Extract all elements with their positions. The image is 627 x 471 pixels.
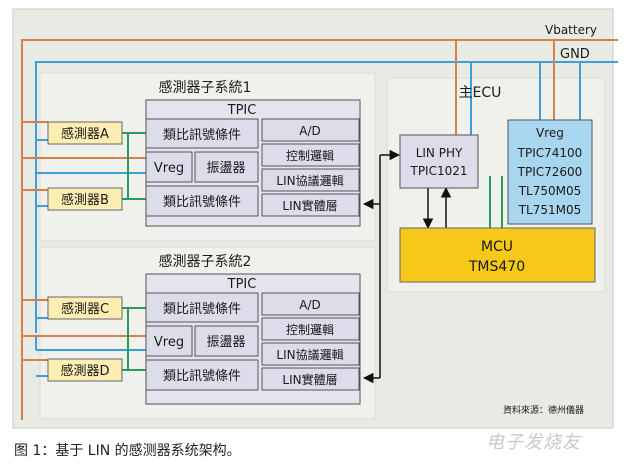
sub1-analog-top-label: 類比訊號條件 xyxy=(163,128,241,143)
ecu-vreg-part-2: TPIC72600 xyxy=(517,165,583,179)
tpic-2-label: TPIC xyxy=(227,277,257,292)
sub2-analog-bottom-label: 類比訊號條件 xyxy=(163,369,241,384)
ecu-vreg-label: Vreg xyxy=(536,126,564,140)
sub2-lin-physical-box xyxy=(261,367,360,391)
gnd-label: GND xyxy=(560,47,590,62)
ecu-title: 主ECU xyxy=(459,85,502,101)
sensor-a-label: 感測器A xyxy=(61,126,109,142)
sensor-c-box xyxy=(47,296,123,320)
sub1-control-logic-label: 控制邏輯 xyxy=(286,149,334,163)
gnd-line xyxy=(35,61,618,333)
ecu-vreg-part-1: TPIC74100 xyxy=(517,146,583,160)
sub2-lin-protocol-box xyxy=(261,342,360,366)
lin-phy-box xyxy=(399,134,479,189)
figure-caption: 图 1：基于 LIN 的感测器系统架构。 xyxy=(14,443,241,459)
sub1-control-logic-box xyxy=(261,143,360,167)
source-note: 資料來源：德州儀器 xyxy=(503,404,584,416)
sensor-b-box xyxy=(47,187,123,211)
subsystem-1-title: 感測器子系統1 xyxy=(159,79,252,96)
sub1-lin-protocol-label: LIN協議邏輯 xyxy=(276,173,343,188)
sub1-lin-physical-label: LIN實體層 xyxy=(282,198,337,213)
sub2-analog-top-label: 類比訊號條件 xyxy=(163,302,241,317)
subsystem-2-title: 感測器子系統2 xyxy=(159,253,252,270)
sub2-control-logic-box xyxy=(261,317,360,341)
ecu-vreg-part-4: TL751M05 xyxy=(518,203,582,217)
sub2-analog-bottom-box xyxy=(145,359,259,391)
lin-phy-label: LIN PHY xyxy=(416,146,463,160)
mcu-part-label: TMS470 xyxy=(468,259,525,275)
sub1-vreg-label: Vreg xyxy=(154,161,184,176)
sub2-vreg-label: Vreg xyxy=(154,335,184,350)
sub2-control-logic-label: 控制邏輯 xyxy=(286,323,334,337)
sub2-oscillator-label: 振盪器 xyxy=(206,335,245,350)
sensor-d-label: 感測器D xyxy=(60,363,109,379)
sub2-ad-box xyxy=(261,292,360,316)
sub2-lin-protocol-label: LIN協議邏輯 xyxy=(276,347,343,362)
tpic-1-label: TPIC xyxy=(227,103,257,118)
sub1-analog-top-box xyxy=(145,118,259,149)
sub1-analog-bottom-box xyxy=(145,185,259,217)
ecu-vreg-part-3: TL750M05 xyxy=(518,184,582,198)
sub2-lin-physical-label: LIN實體層 xyxy=(282,372,337,387)
sensor-c-label: 感測器C xyxy=(61,301,109,317)
sub2-analog-top-box xyxy=(145,292,259,323)
lin-phy-part-label: TPIC1021 xyxy=(409,164,467,178)
vbattery-label: Vbattery xyxy=(545,23,597,37)
sub1-lin-physical-box xyxy=(261,193,360,217)
vbattery-line xyxy=(21,39,618,420)
mcu-label: MCU xyxy=(481,239,513,255)
sensor-a-box xyxy=(47,121,123,145)
sub2-vreg-box xyxy=(145,325,193,357)
ecu-vreg-box xyxy=(507,119,593,225)
sub1-oscillator-box xyxy=(194,151,259,183)
sensor-d-box xyxy=(47,358,123,382)
sub1-analog-bottom-label: 類比訊號條件 xyxy=(163,195,241,210)
sub2-ad-label: A/D xyxy=(299,298,321,312)
sub1-lin-protocol-box xyxy=(261,168,360,192)
watermark-text: 电子发烧友 xyxy=(486,432,581,453)
sub1-ad-label: A/D xyxy=(299,124,321,138)
sensor-b-label: 感測器B xyxy=(61,192,109,208)
mcu-box xyxy=(399,227,596,283)
sub1-vreg-box xyxy=(145,151,193,183)
sub1-oscillator-label: 振盪器 xyxy=(206,161,245,176)
sub1-ad-box xyxy=(261,118,360,142)
sub2-oscillator-box xyxy=(194,325,259,357)
